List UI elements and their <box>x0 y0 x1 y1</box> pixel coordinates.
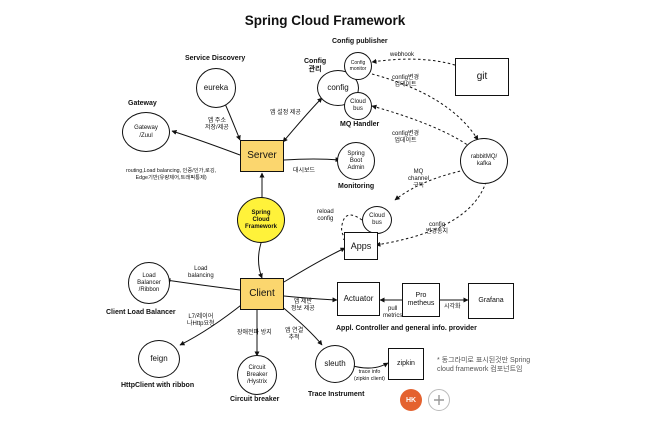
label-circuit-breaker: Circuit breaker <box>230 396 280 403</box>
node-gateway-zuul: Gateway /Zuul <box>122 112 170 152</box>
node-server: Server <box>240 140 284 172</box>
label-httpclient: HttpClient with ribbon <box>121 382 195 389</box>
node-sleuth: sleuth <box>315 345 355 383</box>
edge-label-config-sync: config 변경동지 <box>426 222 449 235</box>
avatar-initials: HK <box>405 396 417 404</box>
edge-framework-client <box>258 239 263 279</box>
add-button[interactable] <box>428 389 450 411</box>
edge-label-rest-call: L7/레이어 나Http요청 <box>187 314 215 327</box>
label-monitoring: Monitoring <box>338 183 375 190</box>
edge-label-trace-info: trace info (zipkin client) <box>354 369 385 382</box>
edge-label-dashboard: 대시보드 <box>293 168 316 174</box>
edge-label-config-update-1: config변경 업데이트 <box>392 75 420 88</box>
label-client-lb: Client Load Balancer <box>106 309 176 316</box>
node-git: git <box>455 58 509 96</box>
edge-label-load-balancing: Load balancing <box>188 266 214 279</box>
label-gateway: Gateway <box>128 100 157 107</box>
edge-client-sleuth <box>279 304 323 346</box>
plus-icon <box>434 395 444 405</box>
edge-label-app-info: 앱 제반 정보 제공 <box>291 299 315 312</box>
edge-rabbit-cloudbus <box>394 169 466 201</box>
node-hystrix: Circuit Breaker /Hystrix <box>237 355 277 395</box>
node-spring-boot-admin: Spring Boot Admin <box>337 142 375 180</box>
edge-server-config <box>282 97 323 143</box>
edge-client-actuator <box>283 295 338 303</box>
edge-client-apps <box>283 247 346 283</box>
node-spring-cloud-framework: Spring Cloud Framework <box>237 197 285 243</box>
edge-label-config-update-2: config변경 업데이트 <box>392 131 420 144</box>
node-load-balancer-ribbon: Load Balancer /Ribbon <box>128 262 170 304</box>
edge-sleuth-zipkin <box>349 362 389 369</box>
edge-server-gateway <box>171 129 241 156</box>
node-cloud-bus-top: Cloud bus <box>344 92 372 120</box>
edge-label-fault-block: 장애전파 방지 <box>237 330 272 336</box>
edge-bus-rabbit <box>371 104 473 149</box>
edge-label-settings: 앱 설정 제공 <box>270 110 301 116</box>
edge-label-visualize: 시각화 <box>444 304 461 310</box>
node-zipkin: zipkin <box>388 348 424 380</box>
edge-label-routing: routing,Load balancing, 인증/인가,로깅, Edge기반… <box>126 168 217 181</box>
label-trace-instrument: Trace Instrument <box>308 391 365 398</box>
edge-label-pull-metrics: pull metrics <box>383 306 403 319</box>
node-eureka: eureka <box>196 68 236 108</box>
edge-label-app-address: 앱 주소 저장/제공 <box>205 118 229 131</box>
node-apps: Apps <box>344 232 378 260</box>
label-appl-controller: Appl. Controller and general info. provi… <box>336 325 477 332</box>
node-prometheus: Pro metheus <box>402 283 440 317</box>
edge-client-feign <box>179 301 246 346</box>
node-client: Client <box>240 278 284 310</box>
edge-git-monitor <box>371 58 456 66</box>
label-mq-handler: MQ Handler <box>340 121 380 128</box>
node-cloud-bus-apps: Cloud bus <box>362 206 392 234</box>
edge-label-call-trace: 앱 연결 추적 <box>285 328 304 341</box>
page-title: Spring Cloud Framework <box>244 13 406 28</box>
edge-label-mq-channel: MQ channel 구독 <box>408 169 430 189</box>
edge-server-admin <box>283 157 341 163</box>
footnote: * 동그라미로 표시된것만 Spring cloud framework 컴포넌… <box>437 357 531 373</box>
node-rabbitmq-kafka: rabbitMQ/ kafka <box>460 138 508 184</box>
node-actuator: Actuator <box>337 282 380 316</box>
edge-client-lb <box>165 278 241 291</box>
label-service-discovery: Service Discovery <box>185 55 246 62</box>
avatar[interactable]: HK <box>400 389 422 411</box>
edge-cloudbus-apps <box>341 214 363 241</box>
node-config-monitor: Config monitor <box>344 52 372 80</box>
node-feign: feign <box>138 340 180 378</box>
edge-label-reload-config: reload config <box>317 209 334 222</box>
node-grafana: Grafana <box>468 283 514 319</box>
label-config-publisher: Config publisher <box>332 38 388 45</box>
edge-label-webhook: webhook <box>390 52 415 58</box>
label-config-manage: Config 관리 <box>304 58 327 73</box>
edge-rabbit-apps <box>375 181 487 247</box>
